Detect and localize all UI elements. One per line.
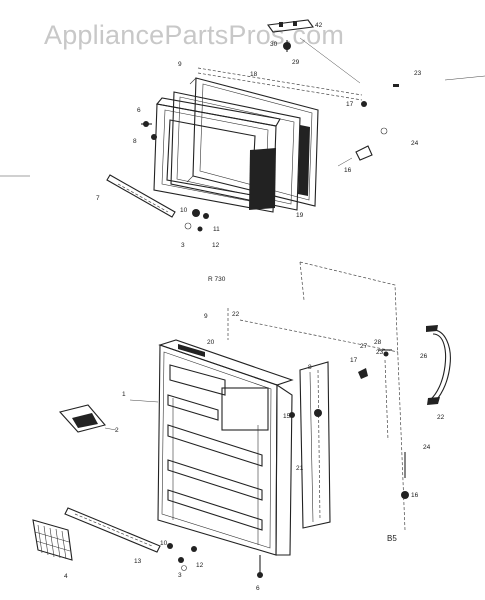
callout: 24 <box>423 444 431 451</box>
callout: 8 <box>308 364 312 371</box>
hinge-screw <box>283 40 291 52</box>
callout: 23 <box>414 70 422 77</box>
hinge-pin-column <box>378 349 409 499</box>
right-hinge-parts <box>337 84 399 167</box>
cabinet-outline <box>227 261 406 531</box>
edge-reference-line <box>444 75 485 81</box>
callout: 12 <box>196 562 204 569</box>
top-hinge-bracket <box>267 19 314 33</box>
bottom-trim-strip <box>64 507 161 553</box>
callout: 10 <box>160 540 168 547</box>
gasket-screw <box>289 412 295 418</box>
callout: 8 <box>133 138 137 145</box>
bottom-hinge-screw <box>257 555 263 578</box>
callout: 11 <box>213 226 220 233</box>
callout: 15 <box>283 413 291 420</box>
lower-door-screws <box>167 543 197 571</box>
callout: 9 <box>178 61 182 68</box>
freezer-door-liner <box>153 97 281 213</box>
callout-labels: 42 30 29 9 18 23 17 24 6 8 19 16 7 10 11… <box>64 22 445 592</box>
watermark: AppliancePartsPros.com <box>44 20 344 50</box>
freezer-door-panel <box>186 77 319 207</box>
butter-tray <box>58 404 106 433</box>
callout: 6 <box>137 107 141 114</box>
handle-screws <box>184 209 209 232</box>
callout: 4 <box>64 573 68 580</box>
callout: 22 <box>232 311 240 318</box>
callout: 10 <box>180 207 188 214</box>
callout: 16 <box>411 492 419 499</box>
toe-grille <box>32 519 73 561</box>
freezer-door-assembly <box>0 19 485 232</box>
fresh-food-door-assembly <box>32 261 451 578</box>
callout: 3 <box>178 572 182 579</box>
top-trim-strip <box>197 37 363 101</box>
door-handle-bar <box>106 174 176 218</box>
callout: 3 <box>181 242 185 249</box>
callout: 16 <box>344 167 352 174</box>
callout: 2 <box>115 427 119 434</box>
callout: 12 <box>212 242 220 249</box>
callout: 13 <box>134 558 142 565</box>
door-stop-screws <box>141 121 157 140</box>
callout-leader <box>129 399 159 403</box>
callout: 19 <box>296 212 304 219</box>
callout: 17 <box>346 101 354 108</box>
freezer-door-gasket <box>170 91 301 211</box>
callout: 17 <box>350 357 358 364</box>
callout: 42 <box>315 22 323 29</box>
callout: 18 <box>250 71 258 78</box>
callout: 26 <box>420 353 428 360</box>
callout: 27 <box>360 343 368 350</box>
callout: 21 <box>296 465 304 472</box>
callout: 24 <box>411 140 419 147</box>
callout: 9 <box>204 313 208 320</box>
callout: 30 <box>270 41 278 48</box>
hinge-screw-lower <box>358 368 368 379</box>
callout: 7 <box>96 195 100 202</box>
callout: 23 <box>376 349 384 356</box>
callout: 20 <box>207 339 215 346</box>
door-gasket-strip <box>299 361 331 529</box>
callout: 22 <box>437 414 445 421</box>
fresh-food-door-liner <box>157 339 294 556</box>
callout: 28 <box>374 339 382 346</box>
stray-mark: R 730 <box>208 276 226 283</box>
diagram-code: B5 <box>387 534 397 543</box>
callout: 1 <box>122 391 126 398</box>
callout: 29 <box>292 59 300 66</box>
callout: 6 <box>256 585 260 592</box>
callout-leader <box>104 427 117 431</box>
door-handle <box>426 325 451 405</box>
